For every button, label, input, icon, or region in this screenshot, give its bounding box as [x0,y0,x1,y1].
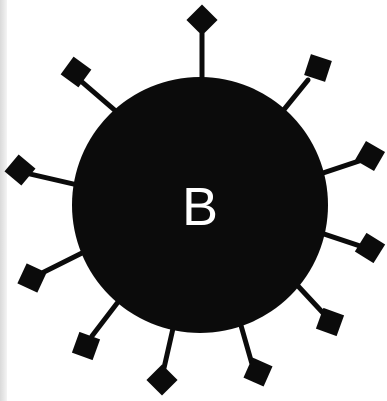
receptor-right-upper [320,141,385,174]
diamond-receptor-icon [243,357,272,386]
receptor-bottom-left-outer [72,302,118,360]
receptor-left [5,155,82,186]
diamond-receptor-icon [146,364,177,395]
cell-label: B [182,177,218,237]
diamond-receptor-icon [5,155,36,186]
receptor-bottom-center-right [240,322,273,387]
receptor-right-middle [318,232,385,263]
receptor-top [186,4,217,88]
receptor-lower-left [17,252,84,293]
receptor-stalk [320,160,362,174]
receptor-stalk [240,322,252,364]
diamond-receptor-icon [72,332,100,360]
receptor-stalk [82,82,118,113]
receptor-upper-right [282,54,332,112]
diamond-receptor-icon [355,141,385,171]
receptor-stalk [40,252,84,274]
receptor-stalk [282,80,308,112]
diamond-receptor-icon [186,4,217,35]
receptor-stalk [92,302,118,336]
receptor-bottom-center-left [146,324,177,396]
receptor-stalk [298,286,324,314]
receptor-upper-left [61,57,118,113]
diamond-receptor-icon [61,57,92,88]
receptor-stalk [164,324,174,368]
receptor-lower-right [298,286,344,336]
diamond-receptor-icon [17,263,46,292]
diamond-receptor-icon [355,233,385,263]
